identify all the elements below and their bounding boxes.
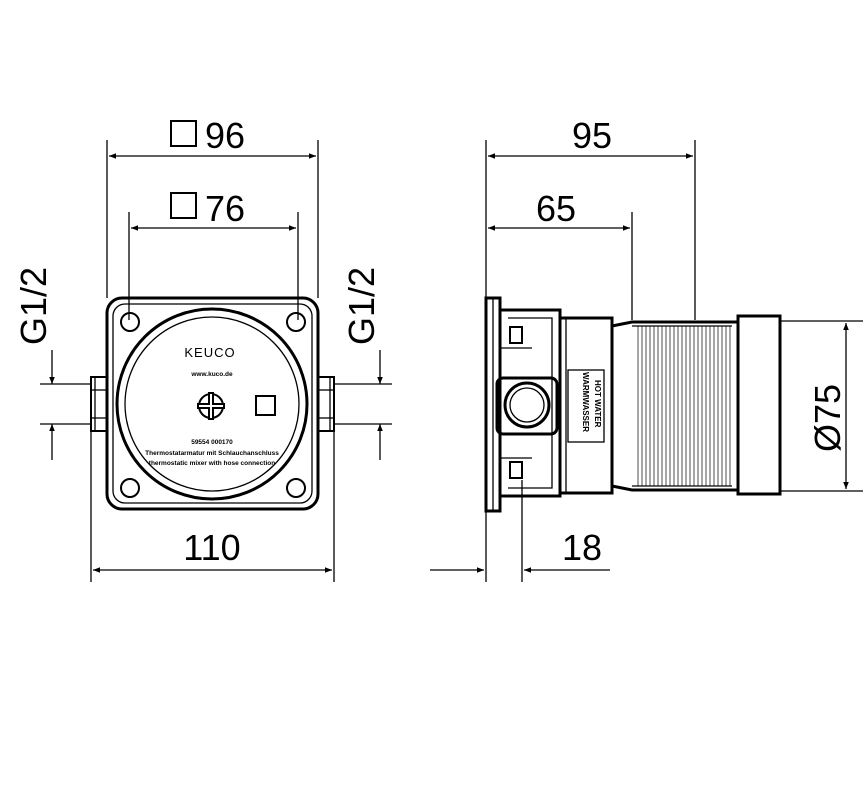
description-en-text: thermostatic mixer with hose connection [149, 460, 275, 467]
dim-square-inner-value: 76 [205, 188, 245, 229]
body-outer-circle [115, 307, 309, 501]
ribbed-sleeve [610, 320, 740, 492]
mounting-plate-inner [112, 303, 313, 504]
dim-square-outer-value: 96 [205, 115, 245, 156]
description-de-text: Thermostatarmatur mit Schlauchanschluss [145, 450, 279, 457]
dim-width-value: 110 [183, 527, 240, 568]
website-text: www.kuco.de [190, 371, 233, 378]
square-plug [255, 395, 276, 416]
end-cap [736, 314, 782, 496]
part-number-text: 59554 000170 [191, 439, 233, 446]
mounting-holes [120, 312, 306, 498]
dimension-diameter-75: Ø75 [780, 320, 863, 492]
dimension-thread-left: G1/2 [13, 267, 91, 460]
dim-diameter-value: Ø75 [807, 384, 848, 452]
body-inner-circle [124, 316, 300, 492]
dim-body-depth-value: 65 [536, 188, 576, 229]
thread-left-label: G1/2 [13, 267, 54, 345]
square-symbol-icon [170, 120, 197, 147]
dimension-width-110: 110 [90, 431, 335, 582]
dimension-depth-65: 65 [488, 188, 633, 320]
label-warmwasser: WARMWASSER [581, 372, 590, 432]
front-view: 96 76 KEUCO www.kuco.de 59554 000170 The… [13, 115, 392, 582]
dimension-thread-right: G1/2 [334, 267, 392, 460]
dimension-depth-95: 95 [485, 115, 696, 320]
dimension-square-76: 76 [128, 188, 299, 320]
connection-nut-side [495, 376, 559, 436]
dimension-offset-18: 18 [430, 480, 610, 582]
label-hot-water: HOT WATER [593, 380, 602, 428]
brand-logo-text: KEUCO [184, 345, 235, 360]
screw-icon [197, 392, 225, 420]
dimension-square-96: 96 [106, 115, 319, 298]
thread-right-label: G1/2 [341, 267, 382, 345]
connection-right [317, 376, 335, 432]
dim-offset-value: 18 [562, 527, 602, 568]
dim-total-depth-value: 95 [572, 115, 612, 156]
connection-left [90, 376, 108, 432]
side-view: 95 65 WARMWASSER HOT WATER [430, 115, 863, 582]
square-symbol-icon [170, 192, 197, 219]
